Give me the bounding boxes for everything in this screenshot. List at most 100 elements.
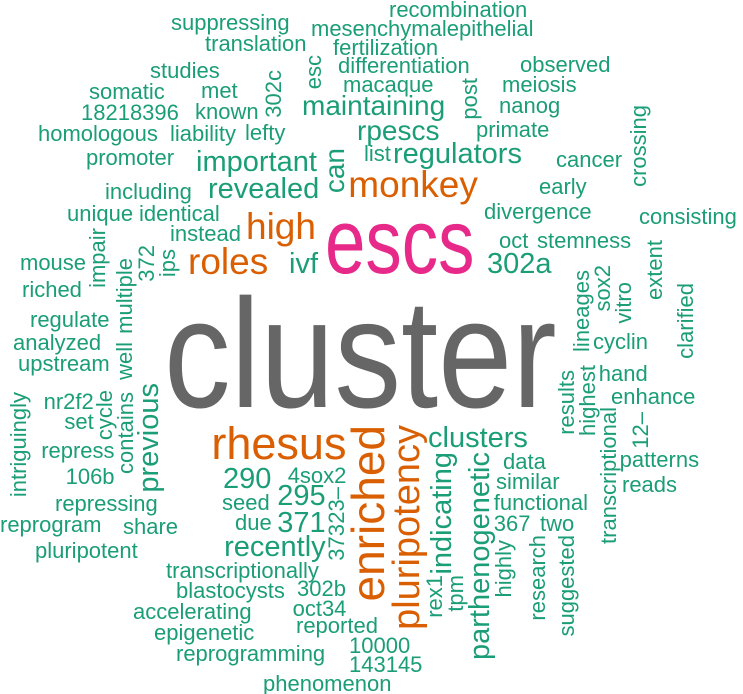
word-recombination: recombination [389, 0, 528, 22]
word-rpescs: rpescs [357, 115, 440, 146]
word-similar: similar [496, 469, 560, 495]
word-rex1: rex1 [422, 575, 448, 619]
word-transcriptional: transcriptional [595, 407, 621, 545]
word-372: 372 [134, 245, 159, 282]
word-stemness: stemness [537, 227, 632, 253]
word-mouse: mouse [20, 250, 87, 275]
word-cyclin: cyclin [593, 329, 649, 354]
word-lefty: lefty [245, 119, 286, 145]
word-highly: highly [490, 540, 516, 598]
word-macaque: macaque [343, 72, 434, 98]
word-set: set [64, 409, 94, 435]
word-share: share [123, 514, 179, 540]
word-results: results [554, 370, 580, 435]
word-reprogram: reprogram [0, 511, 102, 537]
word-cancer: cancer [556, 147, 623, 172]
word-suppressing: suppressing [171, 10, 290, 35]
word-suggested: suggested [554, 534, 579, 637]
word-previous: previous [133, 383, 166, 493]
word-18218396: 18218396 [81, 99, 179, 125]
word-monkey: monkey [348, 163, 478, 205]
word-143145: 143145 [349, 651, 423, 677]
word-patterns: patterns [619, 446, 700, 472]
word-phenomenon: phenomenon [263, 671, 392, 694]
word-data: data [503, 448, 546, 474]
word-302a: 302a [487, 248, 552, 281]
word-290: 290 [223, 463, 272, 496]
word-106b: 106b [65, 464, 115, 490]
word-enriched: enriched [341, 424, 394, 602]
word-clusters: clusters [428, 421, 528, 454]
word-mesenchymalepithelial: mesenchymalepithelial [311, 16, 534, 42]
word-371: 371 [277, 506, 326, 539]
word-divergence: divergence [484, 199, 592, 224]
word-consisting: consisting [639, 204, 737, 229]
word-regulators: regulators [393, 138, 522, 171]
word-primate: primate [476, 117, 550, 143]
word-highest: highest [575, 365, 600, 436]
word-blastocysts: blastocysts [176, 578, 285, 604]
word-studies: studies [150, 57, 220, 83]
word-367: 367 [493, 510, 531, 536]
word-reprogramming: reprogramming [176, 640, 326, 666]
word-seed: seed [222, 489, 270, 515]
word-302c: 302c [261, 70, 286, 118]
word-cluster: cluster [163, 267, 557, 441]
word-12: 12– [628, 411, 653, 449]
word-due: due [235, 510, 272, 536]
word-promoter: promoter [86, 145, 175, 170]
word-302b: 302b [297, 575, 346, 601]
word-accelerating: accelerating [133, 599, 252, 625]
word-crossing: crossing [626, 105, 651, 187]
word-enhance: enhance [611, 383, 696, 409]
word-fertilization: fertilization [333, 35, 439, 61]
word-23: 23– [323, 486, 349, 524]
word-identical: identical [139, 200, 220, 226]
word-well: well [112, 342, 137, 380]
word-clarified: clarified [673, 283, 698, 359]
word-repressing: repressing [55, 491, 158, 516]
word-escs: escs [325, 190, 475, 293]
word-known: known [195, 99, 259, 125]
word-multiple: multiple [112, 258, 137, 334]
word-hand: hand [598, 361, 648, 386]
word-esc: esc [301, 54, 326, 89]
word-nanog: nanog [499, 93, 561, 119]
word-373: 373 [323, 524, 349, 561]
word-translation: translation [205, 30, 307, 56]
word-lineages: lineages [568, 270, 594, 352]
word-upstream: upstream [18, 351, 110, 376]
word-oct34: oct34 [292, 595, 347, 621]
word-indicating: indicating [426, 451, 458, 575]
word-ivf: ivf [289, 247, 318, 280]
word-riched: riched [22, 277, 82, 302]
word-recently: recently [224, 530, 326, 563]
word-instead: instead [170, 221, 241, 247]
word-early: early [539, 174, 587, 199]
word-tpm: tpm [442, 575, 468, 613]
word-research: research [525, 534, 550, 621]
word-revealed: revealed [208, 173, 320, 206]
word-295: 295 [277, 479, 326, 512]
word-10000: 10000 [349, 633, 411, 659]
word-analyzed: analyzed [13, 330, 102, 355]
word-can: can [319, 148, 351, 194]
word-impair: impair [85, 228, 110, 288]
word-vitro: vitro [610, 282, 636, 324]
word-met: met [201, 78, 238, 104]
word-maintaining: maintaining [302, 90, 446, 121]
word-reads: reads [622, 472, 678, 497]
word-cycle: cycle [91, 389, 117, 441]
word-reported: reported [296, 613, 378, 639]
word-repress: repress [41, 438, 115, 464]
word-post: post [457, 77, 482, 120]
word-epigenetic: epigenetic [154, 620, 255, 645]
word-transcriptionally: transcriptionally [166, 557, 319, 583]
word-extent: extent [642, 240, 667, 300]
word-important: important [196, 146, 317, 178]
word-nr2f2: nr2f2 [43, 388, 94, 414]
word-roles: roles [188, 241, 269, 283]
word-list: list [364, 141, 391, 167]
word-pluripotent: pluripotent [35, 538, 138, 563]
